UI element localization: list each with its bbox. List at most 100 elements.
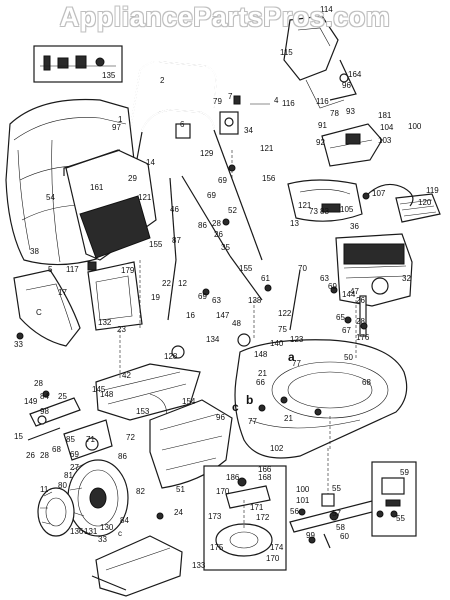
rear-door: [13, 261, 143, 347]
part-callout-164: 164: [348, 70, 362, 79]
tire: [37, 487, 75, 537]
part-callout-170: 170: [266, 554, 280, 563]
part-callout-15: 15: [14, 432, 23, 441]
part-callout-6: 6: [180, 120, 185, 129]
part-callout-148: 148: [254, 350, 268, 359]
part-callout-81: 81: [64, 471, 73, 480]
part-callout-69: 69: [198, 292, 207, 301]
part-callout-103: 103: [378, 136, 392, 145]
part-callout-117: 117: [66, 265, 79, 274]
spark-plug-wire: [362, 183, 414, 207]
part-callout-69: 69: [328, 282, 337, 291]
part-callout-36: 36: [350, 222, 359, 231]
part-callout-55: 55: [332, 484, 341, 493]
upper-handle: [129, 60, 217, 133]
part-callout-181: 181: [378, 111, 392, 120]
part-callout-145: 145: [92, 385, 106, 394]
air-filter: [395, 193, 441, 223]
part-callout-133: 133: [192, 561, 206, 570]
part-callout-155: 155: [239, 264, 253, 273]
part-callout-4: 4: [274, 96, 279, 105]
part-callout-35: 35: [221, 243, 230, 252]
part-callout-130: 130: [100, 523, 114, 532]
part-callout-119: 119: [426, 186, 439, 195]
inset-135: [33, 45, 123, 83]
part-callout-16: 16: [186, 311, 195, 320]
part-callout-73: 73: [309, 207, 318, 216]
part-callout-148: 148: [100, 390, 114, 399]
part-callout-25: 25: [58, 392, 67, 401]
part-callout-171: 171: [250, 503, 264, 512]
part-callout-28: 28: [40, 451, 49, 460]
part-callout-121: 121: [260, 144, 274, 153]
part-callout-27: 27: [70, 463, 79, 472]
part-callout-107: 107: [372, 189, 386, 198]
engine-shroud: [287, 179, 363, 222]
part-callout-80: 80: [58, 481, 67, 490]
part-callout-26: 26: [356, 296, 365, 305]
part-callout-69: 69: [70, 450, 79, 459]
part-callout-26: 26: [214, 230, 223, 239]
hardware-bits: [16, 164, 368, 544]
part-callout-42: 42: [122, 371, 131, 380]
part-callout-100: 100: [296, 485, 310, 494]
part-callout-71: 71: [86, 435, 95, 444]
part-callout-87: 87: [172, 236, 181, 245]
part-callout-79: 79: [213, 97, 222, 106]
part-callout-46: 46: [170, 205, 179, 214]
part-callout-11: 11: [40, 485, 49, 494]
part-callout-104: 104: [380, 123, 394, 132]
part-callout-28: 28: [34, 379, 43, 388]
part-callout-33: 33: [14, 340, 23, 349]
part-callout-97: 97: [112, 123, 121, 132]
part-callout-75: 75: [278, 325, 287, 334]
part-callout-65: 65: [336, 313, 345, 322]
part-callout-33: 33: [98, 535, 107, 544]
part-callout-54: 54: [46, 193, 55, 202]
part-callout-176: 176: [356, 333, 370, 342]
part-callout-1: 1: [118, 115, 123, 124]
part-callout-77: 77: [248, 417, 257, 426]
part-callout-86: 86: [118, 452, 127, 461]
rear-axle: [171, 333, 251, 359]
part-callout-144: 144: [342, 290, 356, 299]
part-callout-121: 121: [298, 201, 312, 210]
part-callout-122: 122: [278, 309, 292, 318]
part-callout-83: 83: [320, 207, 329, 216]
part-callout-131: 131: [84, 527, 98, 536]
part-callout-116: 116: [316, 97, 329, 106]
part-callout-92: 92: [316, 138, 325, 147]
part-callout-166: 166: [258, 465, 272, 474]
part-callout-115: 115: [280, 48, 293, 57]
part-callout-48: 48: [232, 319, 241, 328]
part-callout-86: 86: [198, 221, 207, 230]
part-callout-186: 186: [226, 473, 240, 482]
part-callout-55: 55: [396, 514, 405, 523]
blade-adapter-inset: [203, 465, 287, 571]
bag-frame: [63, 149, 157, 261]
part-callout-60: 60: [340, 532, 349, 541]
part-callout-56: 56: [290, 507, 299, 516]
part-callout-140: 140: [270, 339, 284, 348]
part-callout-120: 120: [418, 198, 432, 207]
part-callout-121: 121: [138, 193, 152, 202]
part-callout-93: 93: [346, 107, 355, 116]
part-callout-98: 98: [40, 407, 49, 416]
part-callout-153: 153: [136, 407, 150, 416]
part-callout-58: 58: [336, 523, 345, 532]
part-callout-2: 2: [160, 76, 165, 85]
handle-brackets: [175, 95, 270, 139]
part-callout-84: 84: [40, 392, 49, 401]
part-callout-134: 134: [206, 335, 220, 344]
part-callout-174: 174: [270, 543, 284, 552]
part-callout-168: 168: [258, 473, 272, 482]
part-callout-51: 51: [176, 485, 185, 494]
part-callout-175: 175: [210, 543, 224, 552]
section-letter-a: a: [288, 350, 295, 364]
part-callout-17: 17: [58, 288, 67, 297]
part-callout-78: 78: [330, 109, 339, 118]
part-callout-47: 47: [350, 287, 359, 296]
part-callout-22: 22: [162, 279, 171, 288]
